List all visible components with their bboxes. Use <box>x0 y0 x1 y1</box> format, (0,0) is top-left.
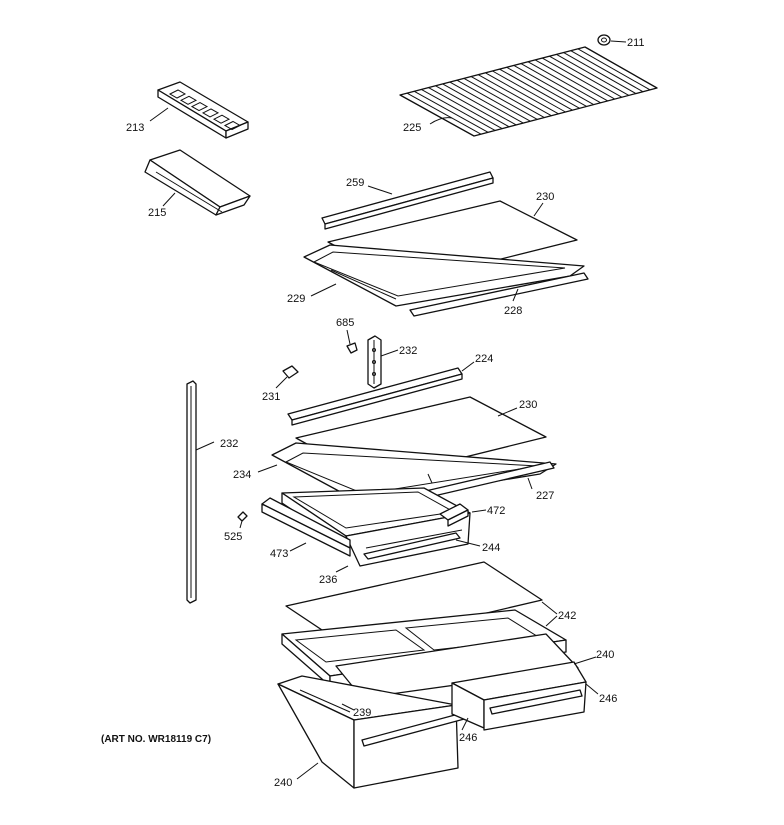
art-number: (ART NO. WR18119 C7) <box>101 734 211 745</box>
part-211-knob <box>597 34 611 46</box>
part-232-upright-center <box>367 335 382 389</box>
callout-240-right: 240 <box>596 649 614 661</box>
part-232-upright-left <box>186 380 197 604</box>
wire-rod <box>549 55 623 98</box>
callout-685: 685 <box>336 317 354 329</box>
part-213-ice-tray <box>157 81 249 139</box>
part-240-drawer-right <box>451 661 587 731</box>
wire-rod <box>492 70 566 113</box>
wire-rod <box>413 90 489 133</box>
wire-rod <box>513 65 587 107</box>
ice-cube-cell <box>212 114 231 124</box>
callout-230-middle: 230 <box>519 399 537 411</box>
callout-236: 236 <box>319 574 337 586</box>
callout-239: 239 <box>353 707 371 719</box>
wire-rod <box>556 53 630 96</box>
wire-rod <box>406 92 482 135</box>
wire-rod <box>527 61 601 104</box>
wire-rod <box>485 72 559 115</box>
callout-473: 473 <box>270 548 288 560</box>
callout-231: 231 <box>262 391 280 403</box>
ice-cube-cell <box>201 108 220 118</box>
callout-213: 213 <box>126 122 144 134</box>
wire-rod <box>499 68 573 111</box>
callout-244: 244 <box>482 542 500 554</box>
callout-227: 227 <box>536 490 554 502</box>
callout-246-left: 246 <box>459 732 477 744</box>
callout-232-center: 232 <box>399 345 417 357</box>
wire-rod <box>449 81 524 124</box>
callout-240-left: 240 <box>274 777 292 789</box>
part-259-trim <box>321 171 494 230</box>
callout-225: 225 <box>403 122 421 134</box>
wire-rod <box>470 76 545 118</box>
part-525-screw <box>237 511 248 522</box>
part-231-clip <box>282 365 299 379</box>
part-215-bin <box>144 149 251 216</box>
callout-229: 229 <box>287 293 305 305</box>
wire-rod <box>563 52 637 94</box>
callout-224: 224 <box>475 353 493 365</box>
part-473-rail <box>261 497 351 557</box>
part-crisper-cover-frame <box>281 609 579 699</box>
part-224-trim <box>287 367 463 426</box>
callout-232-left: 232 <box>220 438 238 450</box>
callout-242: 242 <box>558 610 576 622</box>
part-228-trim <box>409 272 589 317</box>
wire-rod <box>542 57 616 100</box>
ice-cube-cell <box>190 102 209 112</box>
wire-rod <box>463 77 538 120</box>
wire-rod <box>435 85 510 128</box>
wire-rod <box>577 48 651 91</box>
wire-rod <box>520 63 594 106</box>
wire-rod <box>428 87 503 130</box>
callout-472: 472 <box>487 505 505 517</box>
callout-259: 259 <box>346 177 364 189</box>
ice-cube-cell <box>179 95 198 105</box>
wire-rod <box>421 89 496 131</box>
wire-rod <box>442 83 517 126</box>
callout-525: 525 <box>224 531 242 543</box>
callout-211: 211 <box>627 37 645 49</box>
wire-rod <box>456 79 531 122</box>
part-225-wire-shelf <box>399 46 658 137</box>
callout-228: 228 <box>504 305 522 317</box>
ice-cube-cell <box>168 89 187 99</box>
callout-230-upper: 230 <box>536 191 554 203</box>
ice-cube-cell <box>223 120 242 131</box>
wire-rod <box>534 59 608 102</box>
callout-215: 215 <box>148 207 166 219</box>
wire-rod <box>570 50 644 93</box>
part-244-trim <box>363 532 461 560</box>
part-229-shelf-frame <box>303 244 585 307</box>
wire-rod <box>506 66 580 109</box>
callout-234: 234 <box>233 469 251 481</box>
part-685-screw <box>346 342 358 354</box>
callout-246-right: 246 <box>599 693 617 705</box>
wire-rod <box>478 74 552 117</box>
part-472-rail <box>439 503 469 527</box>
